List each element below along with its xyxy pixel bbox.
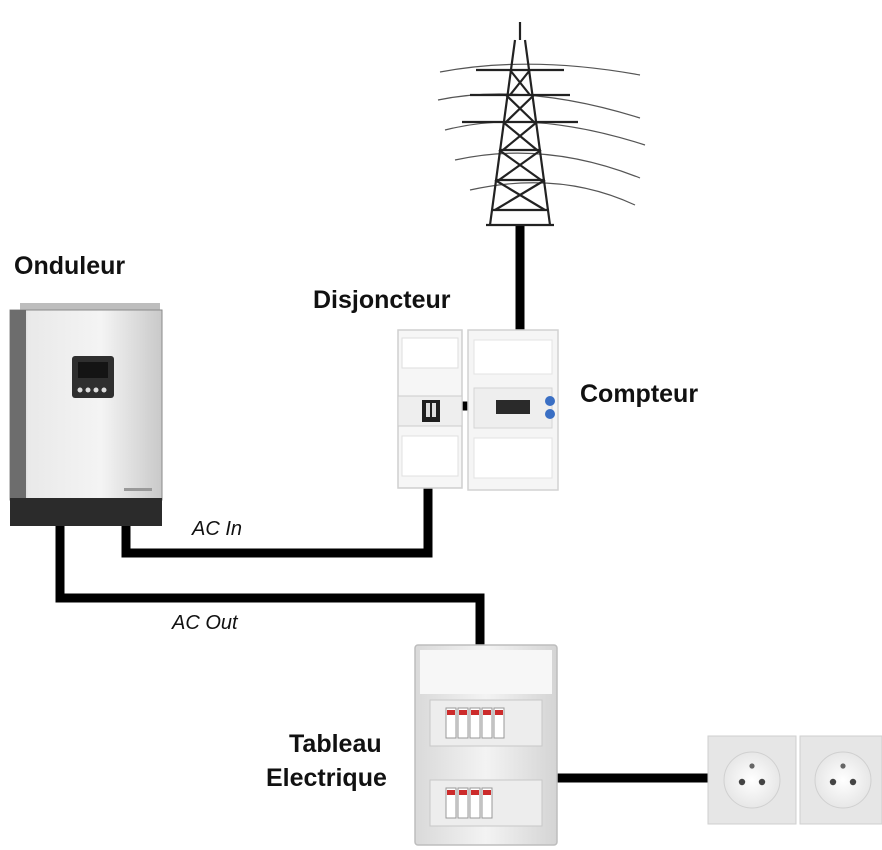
meter-icon (467, 329, 559, 491)
ac-in-wire (121, 485, 433, 558)
socket-icon (707, 735, 797, 825)
breaker-icon (397, 329, 463, 489)
wires (55, 225, 708, 783)
ac-out-wire (55, 520, 485, 648)
inverter-icon (9, 303, 163, 526)
panel-label-line2: Electrique (266, 764, 387, 792)
ac-out-label: AC Out (172, 612, 238, 634)
breaker-label: Disjoncteur (313, 286, 451, 314)
socket-icon (799, 735, 882, 825)
panel-label-line1: Tableau (289, 730, 382, 758)
meter-label: Compteur (580, 380, 699, 408)
panel-icon (414, 644, 558, 846)
inverter-label: Onduleur (14, 252, 126, 280)
pylon-icon (437, 22, 646, 227)
ac-in-label: AC In (192, 518, 243, 540)
